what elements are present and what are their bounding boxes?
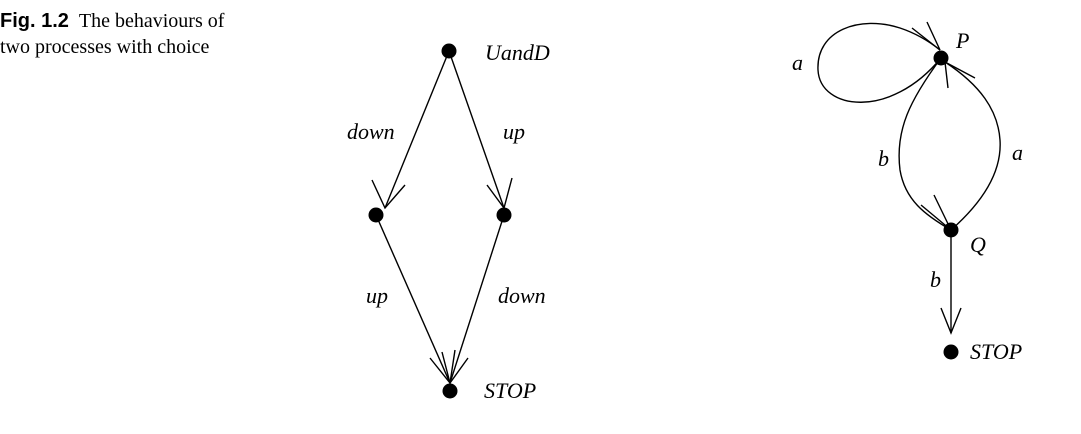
state-label-q: Q: [970, 232, 986, 257]
edge-left-to-end: [375, 214, 451, 384]
arrowhead-q-to-stop: [940, 307, 962, 335]
transition-label-a-q-to-p: a: [1012, 140, 1023, 165]
arrowhead-right-to-end: [441, 351, 469, 385]
arrowhead-start-to-left: [371, 179, 406, 210]
transition-label-down-2: down: [498, 283, 546, 308]
transition-label-down-1: down: [347, 119, 395, 144]
state-node-stop-right: [943, 344, 959, 360]
state-node-uandd: [441, 43, 457, 59]
edge-q-to-p: [944, 61, 1001, 231]
state-label-uandd: UandD: [485, 40, 550, 65]
state-node-stop-left: [442, 383, 458, 399]
caption-line-2: two processes with choice: [0, 36, 210, 58]
edge-p-self-loop: [817, 22, 942, 103]
left-diagram: UandD STOP down up up down: [347, 40, 550, 403]
edge-start-to-left: [384, 50, 450, 209]
state-label-p: P: [955, 28, 969, 53]
transition-label-b-p-to-q: b: [878, 146, 889, 171]
transition-label-b-q-to-stop: b: [930, 267, 941, 292]
figure-number: Fig. 1.2: [0, 10, 69, 32]
figure-caption: Fig. 1.2 The behaviours of two processes…: [0, 8, 300, 60]
transition-label-a-loop: a: [792, 50, 803, 75]
arrowhead-p-self-loop: [911, 21, 941, 51]
edge-start-to-right: [448, 50, 505, 209]
transition-label-up-2: up: [366, 283, 388, 308]
right-diagram: P Q STOP a b a b: [792, 21, 1023, 364]
state-label-stop-left: STOP: [484, 378, 536, 403]
state-node-right-mid: [496, 207, 512, 223]
state-node-left-mid: [368, 207, 384, 223]
edge-p-to-q: [898, 57, 952, 231]
state-node-p: [933, 50, 949, 66]
state-label-stop-right: STOP: [970, 339, 1022, 364]
caption-line-1: The behaviours of: [78, 10, 225, 32]
transition-label-up-1: up: [503, 119, 525, 144]
edge-right-to-end: [449, 214, 505, 384]
state-node-q: [943, 222, 959, 238]
arrowhead-q-to-p: [944, 60, 976, 89]
arrowhead-start-to-right: [486, 177, 513, 210]
